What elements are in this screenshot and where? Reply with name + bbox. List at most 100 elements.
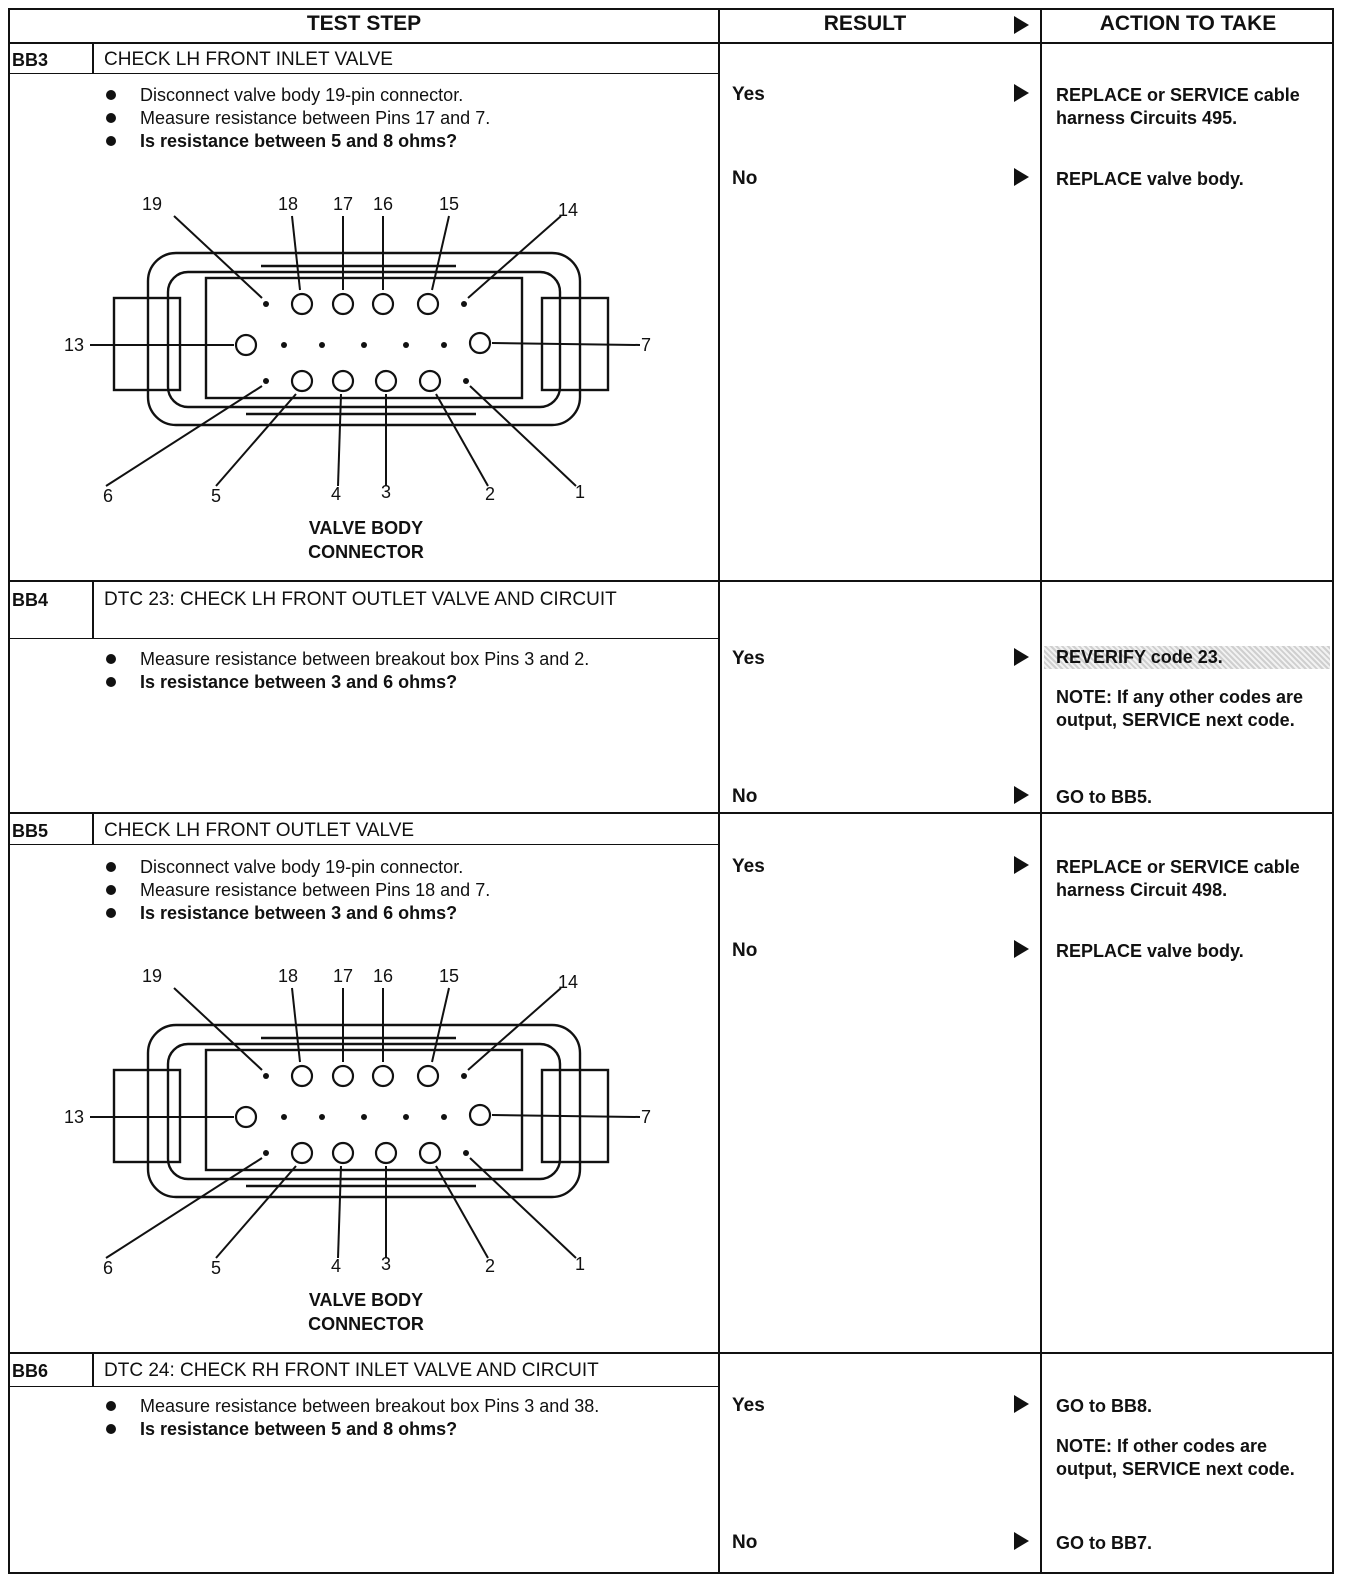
pin-label: 6: [103, 1258, 113, 1278]
header-test-step: TEST STEP: [306, 12, 422, 35]
instruction-item: Disconnect valve body 19-pin connector.: [104, 856, 490, 879]
step-title: DTC 24: CHECK RH FRONT INLET VALVE AND C…: [104, 1360, 599, 1381]
pin-label: 13: [64, 1107, 84, 1127]
pin-label: 2: [485, 484, 495, 504]
action-no: GO to BB5.: [1056, 787, 1153, 807]
step-instructions: Disconnect valve body 19-pin connector. …: [104, 84, 490, 153]
arrow-icon: [1014, 856, 1029, 874]
pin-label: 7: [641, 335, 651, 355]
valve-body-connector-diagram: 19 18 17 16 15 14 13 7 6 5 4 3 2 1 VALVE…: [64, 966, 651, 1334]
instruction-item: Measure resistance between Pins 18 and 7…: [104, 879, 490, 902]
pin-label: 19: [142, 194, 162, 214]
pin-label: 4: [331, 484, 341, 504]
instruction-item: Measure resistance between breakout box …: [104, 1395, 694, 1418]
result-yes: Yes: [732, 84, 765, 105]
step-divider: [8, 1352, 1334, 1354]
pin-label: 3: [381, 1254, 391, 1274]
instruction-item: Disconnect valve body 19-pin connector.: [104, 84, 490, 107]
table-frame: [8, 8, 1334, 1574]
arrow-icon: [1014, 786, 1029, 804]
diagram-caption: VALVE BODY: [309, 518, 423, 538]
pin-label: 16: [373, 194, 393, 214]
step-instructions: Measure resistance between breakout box …: [104, 1395, 694, 1441]
header-divider: [8, 42, 1334, 44]
step-id-divider: [92, 1352, 94, 1386]
column-divider-action: [1040, 8, 1042, 1574]
pin-label: 19: [142, 966, 162, 986]
action-no: GO to BB7.: [1056, 1533, 1153, 1553]
step-title-underline: [8, 638, 718, 639]
step-divider: [8, 812, 1334, 814]
action-note: NOTE: If other codes are output, SERVICE…: [1056, 1436, 1295, 1479]
instruction-item: Measure resistance between Pins 17 and 7…: [104, 107, 490, 130]
header-result: RESULT: [823, 12, 907, 35]
valve-body-connector-diagram: 19 18 17 16 15 14 13 7 6 5 4 3 2 1 VALVE…: [64, 194, 651, 562]
pin-label: 14: [558, 972, 578, 992]
step-title-underline: [8, 1386, 718, 1387]
result-yes: Yes: [732, 856, 765, 877]
action-yes: GO to BB8.: [1056, 1396, 1153, 1416]
diagram-caption: CONNECTOR: [308, 542, 424, 562]
pin-label: 17: [333, 966, 353, 986]
instruction-item: Measure resistance between breakout box …: [104, 648, 694, 671]
step-id-divider: [92, 42, 94, 74]
step-title-underline: [8, 73, 718, 74]
pin-label: 5: [211, 486, 221, 506]
header-action: ACTION TO TAKE: [1099, 12, 1277, 35]
step-id: BB5: [12, 821, 49, 841]
step-title: DTC 23: CHECK LH FRONT OUTLET VALVE AND …: [104, 589, 617, 610]
pin-label: 2: [485, 1256, 495, 1276]
step-id-divider: [92, 580, 94, 638]
header-arrow-icon: [1014, 16, 1029, 34]
step-id-divider: [92, 812, 94, 844]
result-no: No: [732, 786, 758, 807]
result-yes: Yes: [732, 648, 765, 669]
diagram-caption: CONNECTOR: [308, 1314, 424, 1334]
arrow-icon: [1014, 1532, 1029, 1550]
action-no: REPLACE valve body.: [1056, 941, 1244, 961]
pin-label: 14: [558, 200, 578, 220]
arrow-icon: [1014, 940, 1029, 958]
arrow-icon: [1014, 84, 1029, 102]
pin-label: 1: [575, 482, 585, 502]
arrow-icon: [1014, 168, 1029, 186]
diagram-caption: VALVE BODY: [309, 1290, 423, 1310]
result-no: No: [732, 940, 758, 961]
step-id: BB6: [12, 1361, 49, 1381]
result-yes: Yes: [732, 1395, 765, 1416]
pin-label: 3: [381, 482, 391, 502]
action-yes: REPLACE or SERVICE cable harness Circuit…: [1056, 85, 1300, 128]
pin-label: 5: [211, 1258, 221, 1278]
step-title: CHECK LH FRONT OUTLET VALVE: [104, 820, 415, 841]
pin-label: 6: [103, 486, 113, 506]
step-title: CHECK LH FRONT INLET VALVE: [104, 49, 393, 70]
step-instructions: Measure resistance between breakout box …: [104, 648, 694, 694]
action-yes: REPLACE or SERVICE cable harness Circuit…: [1056, 857, 1300, 900]
pin-label: 16: [373, 966, 393, 986]
result-no: No: [732, 1532, 758, 1553]
step-divider: [8, 580, 1334, 582]
pin-label: 4: [331, 1256, 341, 1276]
step-id: BB3: [12, 50, 49, 70]
step-instructions: Disconnect valve body 19-pin connector. …: [104, 856, 490, 925]
instruction-question: Is resistance between 5 and 8 ohms?: [104, 130, 490, 153]
result-no: No: [732, 168, 758, 189]
arrow-icon: [1014, 1395, 1029, 1413]
pin-label: 17: [333, 194, 353, 214]
instruction-question: Is resistance between 5 and 8 ohms?: [104, 1418, 694, 1441]
pin-label: 13: [64, 335, 84, 355]
pin-label: 7: [641, 1107, 651, 1127]
column-divider-result: [718, 8, 720, 1574]
pin-label: 15: [439, 194, 459, 214]
instruction-question: Is resistance between 3 and 6 ohms?: [104, 902, 490, 925]
step-id: BB4: [12, 590, 49, 610]
arrow-icon: [1014, 648, 1029, 666]
pin-label: 15: [439, 966, 459, 986]
step-title-underline: [8, 844, 718, 845]
action-yes: REVERIFY code 23.: [1044, 646, 1330, 669]
action-note: NOTE: If any other codes are output, SER…: [1056, 687, 1304, 730]
pin-label: 18: [278, 966, 298, 986]
pin-label: 18: [278, 194, 298, 214]
instruction-question: Is resistance between 3 and 6 ohms?: [104, 671, 694, 694]
